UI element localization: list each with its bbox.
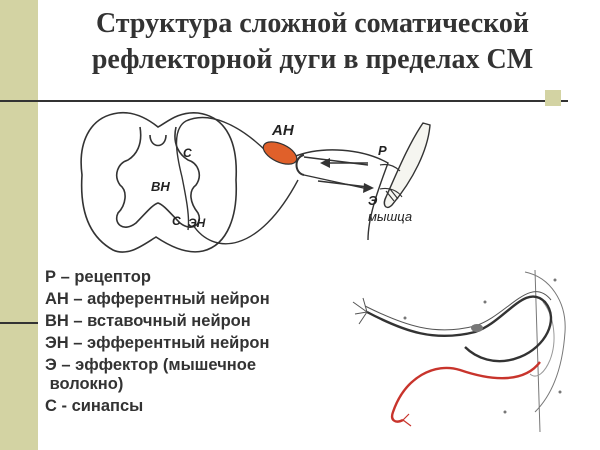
afferent-neuron-body — [262, 141, 298, 165]
efferent-pathway — [390, 361, 541, 423]
legend-item-afferent: АН – афферентный нейрон — [45, 290, 270, 308]
efferent-arrow — [317, 180, 374, 193]
afferent-arrow — [320, 158, 368, 168]
grey-matter — [116, 126, 200, 228]
nerve-tube — [303, 156, 369, 190]
spinal-ganglion — [471, 324, 483, 332]
label-synapse-upper: С — [183, 146, 192, 160]
spinal-cord-outline — [80, 111, 238, 253]
posterior-horn — [149, 134, 167, 147]
label-muscle: мышца — [368, 209, 412, 224]
legend-item-receptor: Р – рецептор — [45, 268, 151, 286]
legend: Р – рецептор АН – афферентный нейрон ВН … — [45, 268, 365, 416]
afferent-fiber-branch — [292, 149, 389, 241]
receptor-ending — [379, 163, 401, 172]
muscle-shape — [383, 122, 431, 209]
effector-ending — [379, 187, 403, 202]
reflex-schematic — [352, 269, 566, 433]
afferent-pathway — [366, 295, 553, 363]
title-line-1: Структура сложной соматической — [95, 8, 530, 39]
label-synapse-lower: С — [172, 214, 181, 228]
left-accent-bar — [0, 0, 38, 450]
label-interneuron: ВН — [151, 179, 170, 194]
legend-item-efferent: ЭН – эфферентный нейрон — [45, 334, 270, 352]
schematic-marks — [403, 278, 562, 414]
title-divider-accent — [545, 90, 561, 106]
title-line-2: рефлекторной дуги в пределах СМ — [91, 44, 534, 75]
afferent-fiber — [175, 116, 269, 231]
efferent-fiber — [192, 179, 299, 245]
label-receptor: Р — [378, 143, 387, 158]
slide-title: Структура сложной соматической рефлектор… — [40, 6, 585, 78]
side-divider — [0, 322, 38, 324]
title-divider — [0, 100, 568, 102]
effector-ending-red — [402, 413, 412, 427]
legend-item-effector: Э – эффектор (мышечное волокно) — [45, 356, 257, 393]
legend-item-interneuron: ВН – вставочный нейрон — [45, 312, 251, 330]
label-afferent: АН — [271, 122, 295, 139]
receptor-fan — [352, 297, 368, 325]
label-effector: Э — [368, 193, 378, 208]
label-efferent: ЭН — [188, 216, 206, 230]
synapse-muscle — [295, 154, 305, 176]
reflex-arc-diagram: АН Р Э С С ВН ЭН мышца — [80, 111, 431, 253]
legend-item-synapse: С - синапсы — [45, 397, 144, 415]
